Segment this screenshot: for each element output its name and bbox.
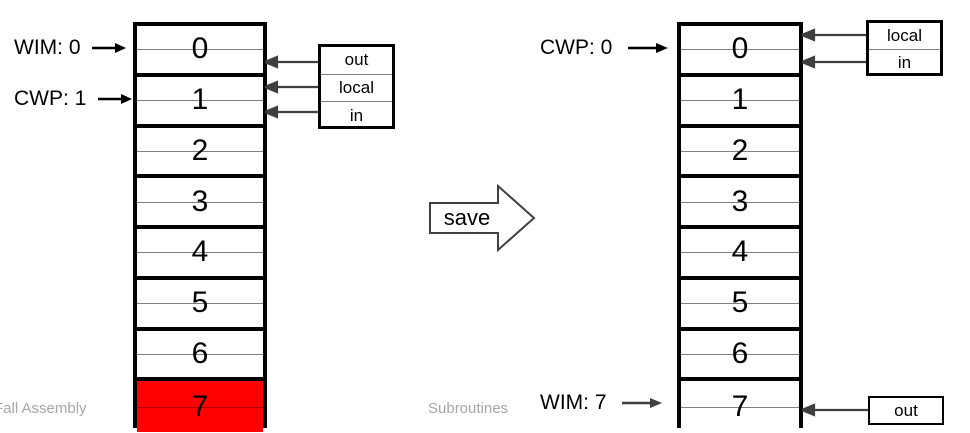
- register-cell-label: 1: [731, 83, 749, 117]
- pointer-label-wim-after-text: WIM: 7: [540, 391, 607, 414]
- cell-divider: [137, 100, 263, 102]
- window-arrows-before: [265, 50, 321, 125]
- window-box-row-in[interactable]: in: [869, 50, 940, 77]
- register-cell-label: 0: [731, 32, 749, 66]
- window-box-row-label: in: [897, 52, 912, 72]
- cell-divider: [681, 100, 799, 102]
- window-box-row-local[interactable]: local: [869, 23, 940, 50]
- register-cell-label: 7: [191, 389, 209, 423]
- register-cell-label: 4: [191, 235, 209, 269]
- register-cell[interactable]: 2: [137, 127, 263, 179]
- arrow-right-icon: [622, 396, 663, 410]
- cell-divider: [681, 303, 799, 305]
- register-column-after: 0 1 2 3 4 5 6 7: [677, 22, 803, 432]
- register-cell-label: 1: [191, 83, 209, 117]
- register-cell[interactable]: 6: [681, 330, 799, 382]
- register-cell-label: 4: [731, 235, 749, 269]
- register-cell-label: 6: [191, 336, 209, 370]
- pointer-label-cwp-before: CWP: 1: [14, 87, 133, 111]
- cell-divider: [681, 406, 799, 408]
- cell-divider: [137, 150, 263, 152]
- arrow-right-icon: [92, 41, 127, 55]
- register-cell-label: 6: [731, 336, 749, 370]
- register-cell-label: 2: [191, 133, 209, 167]
- footer-left-text: Fall Assembly: [0, 400, 87, 417]
- register-cell[interactable]: 4: [681, 229, 799, 280]
- register-cell[interactable]: 2: [681, 127, 799, 179]
- footer-center-text: Subroutines: [428, 400, 509, 417]
- window-box-row-label: out: [894, 400, 918, 420]
- arrow-right-icon: [628, 41, 669, 55]
- window-box-before: out local in: [318, 44, 395, 129]
- window-box-row-label: local: [339, 77, 374, 97]
- cell-divider: [137, 406, 263, 408]
- cell-divider: [681, 201, 799, 203]
- register-cell[interactable]: 3: [681, 178, 799, 229]
- register-cell-label: 7: [731, 389, 749, 423]
- pointer-label-wim-before-text: WIM: 0: [14, 36, 81, 59]
- window-box-row-label: local: [887, 25, 922, 45]
- window-box-row-local[interactable]: local: [321, 75, 392, 103]
- window-box-after-bottom: out: [868, 396, 944, 425]
- register-column-before: 0 1 2 3 4 5 6 7: [133, 22, 267, 432]
- register-cell[interactable]: 1: [137, 76, 263, 128]
- pointer-label-cwp-after: CWP: 0: [540, 36, 669, 60]
- register-cell[interactable]: 7: [681, 381, 799, 432]
- pointer-label-wim-after: WIM: 7: [540, 391, 663, 415]
- register-cell[interactable]: 3: [137, 178, 263, 229]
- window-box-row-label: out: [344, 50, 369, 70]
- arrow-right-icon: [98, 92, 133, 106]
- cell-divider: [681, 49, 799, 51]
- window-arrows-after-top: [802, 24, 870, 76]
- register-cell[interactable]: 5: [137, 279, 263, 331]
- register-cell[interactable]: 0: [137, 26, 263, 77]
- save-label: save: [443, 205, 491, 230]
- register-cell-label: 5: [731, 286, 749, 320]
- window-arrows-after-bottom: [802, 403, 868, 417]
- cell-divider: [137, 201, 263, 203]
- cell-divider: [137, 353, 263, 355]
- register-cell[interactable]: 4: [137, 229, 263, 280]
- window-box-row-in[interactable]: in: [321, 102, 392, 130]
- register-cell-label: 3: [731, 184, 749, 218]
- save-transition-arrow[interactable]: save: [428, 183, 536, 253]
- window-box-row-out[interactable]: out: [321, 47, 392, 75]
- register-cell[interactable]: 6: [137, 330, 263, 382]
- pointer-label-cwp-after-text: CWP: 0: [540, 36, 613, 59]
- window-box-after-top: local in: [866, 20, 943, 76]
- register-cell-label: 3: [191, 184, 209, 218]
- register-cell[interactable]: 1: [681, 76, 799, 128]
- cell-divider: [681, 252, 799, 254]
- cell-divider: [137, 252, 263, 254]
- pointer-label-cwp-before-text: CWP: 1: [14, 87, 87, 110]
- register-cell[interactable]: 5: [681, 279, 799, 331]
- register-cell[interactable]: 0: [681, 26, 799, 77]
- register-cell-highlighted[interactable]: 7: [137, 381, 263, 432]
- register-cell-label: 0: [191, 32, 209, 66]
- cell-divider: [137, 49, 263, 51]
- pointer-label-wim-before: WIM: 0: [14, 36, 127, 60]
- window-box-row-label: in: [349, 106, 364, 126]
- register-cell-label: 2: [731, 133, 749, 167]
- register-cell-label: 5: [191, 286, 209, 320]
- cell-divider: [681, 353, 799, 355]
- cell-divider: [681, 150, 799, 152]
- window-box-row-out[interactable]: out: [870, 398, 942, 423]
- cell-divider: [137, 303, 263, 305]
